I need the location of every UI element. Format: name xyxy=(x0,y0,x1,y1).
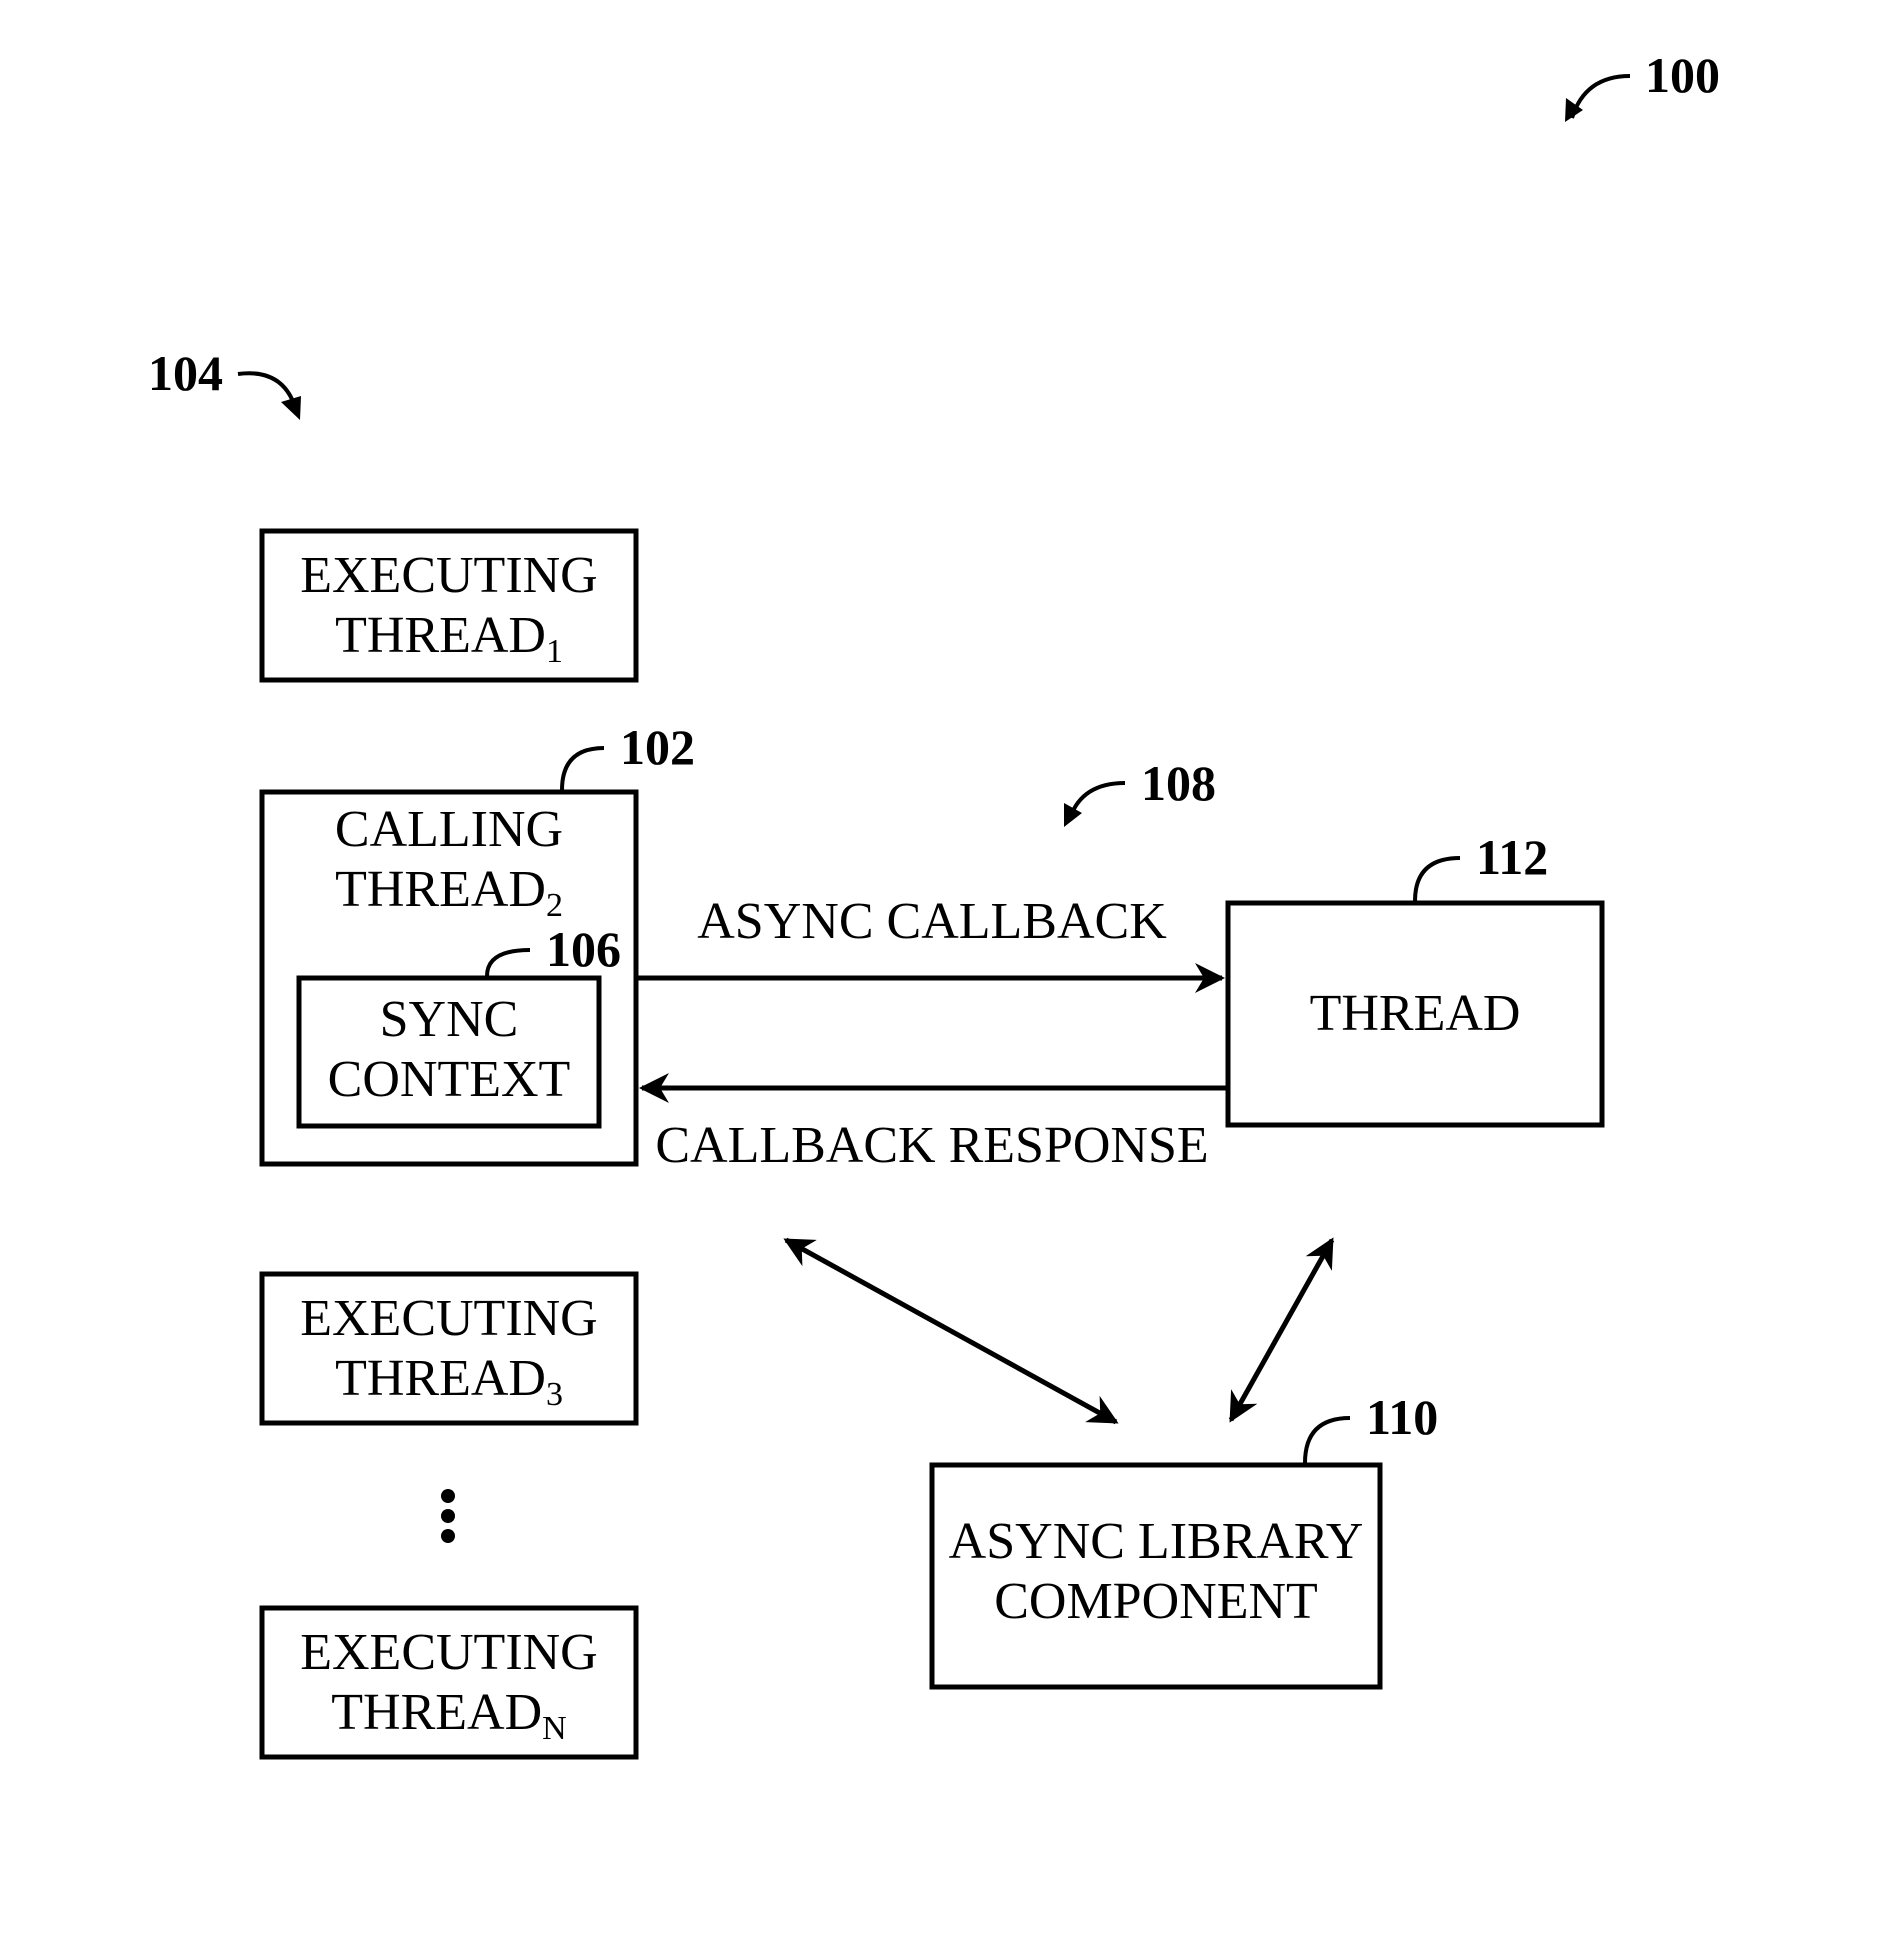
calling-thread-2-line1: CALLING xyxy=(335,801,563,858)
async-library-ref-leader xyxy=(1305,1418,1350,1463)
calling-thread-2-line2: THREAD2 xyxy=(335,861,563,924)
callback-response-edge: CALLBACK RESPONSE xyxy=(642,1088,1228,1174)
calling-thread-ref-label: 102 xyxy=(620,719,695,775)
thread-box: THREAD 112 xyxy=(1228,829,1602,1125)
sync-context-ref-label: 106 xyxy=(546,921,621,977)
callback-response-label: CALLBACK RESPONSE xyxy=(655,1117,1208,1174)
executing-thread-n-line2: THREADN xyxy=(331,1684,566,1747)
async-library-line2: COMPONENT xyxy=(994,1573,1318,1630)
thread-ref-label: 112 xyxy=(1476,829,1548,885)
executing-thread-1-line2: THREAD1 xyxy=(335,607,563,670)
async-library-ref-label: 110 xyxy=(1366,1389,1438,1445)
sync-context-line2: CONTEXT xyxy=(328,1051,571,1108)
figure-ref-100: 100 xyxy=(1565,47,1720,122)
async-library-box: ASYNC LIBRARY COMPONENT 110 xyxy=(932,1389,1438,1687)
thread-ref-leader xyxy=(1415,858,1460,901)
executing-thread-3-box: EXECUTING THREAD3 xyxy=(262,1274,636,1423)
async-callback-label: ASYNC CALLBACK xyxy=(697,893,1167,950)
figure-ref-pointer xyxy=(1572,76,1630,118)
messaging-ref-108: 108 xyxy=(1064,755,1216,827)
sync-context-line1: SYNC xyxy=(380,991,519,1048)
thread-label: THREAD xyxy=(1310,985,1521,1042)
executing-thread-n-line1: EXECUTING xyxy=(300,1624,598,1681)
executing-thread-1-line1: EXECUTING xyxy=(300,547,598,604)
threads-group-ref-104: 104 xyxy=(148,345,301,420)
messaging-ref-label: 108 xyxy=(1141,755,1216,811)
thread-to-library-arrow xyxy=(1231,1240,1332,1420)
executing-thread-n-box: EXECUTING THREADN xyxy=(262,1608,636,1757)
threads-group-ref-label: 104 xyxy=(148,345,223,401)
async-callback-edge: ASYNC CALLBACK xyxy=(636,893,1222,978)
executing-thread-1-box: EXECUTING THREAD1 xyxy=(262,531,636,680)
threads-group-ref-arrowhead xyxy=(281,396,301,420)
async-library-line1: ASYNC LIBRARY xyxy=(949,1513,1364,1570)
vertical-ellipsis xyxy=(441,1489,455,1543)
executing-thread-3-line1: EXECUTING xyxy=(300,1290,598,1347)
executing-thread-3-line2: THREAD3 xyxy=(335,1350,563,1413)
calling-thread-ref-leader xyxy=(562,748,604,790)
calling-to-library-arrow xyxy=(786,1240,1116,1422)
figure-ref-label: 100 xyxy=(1645,47,1720,103)
